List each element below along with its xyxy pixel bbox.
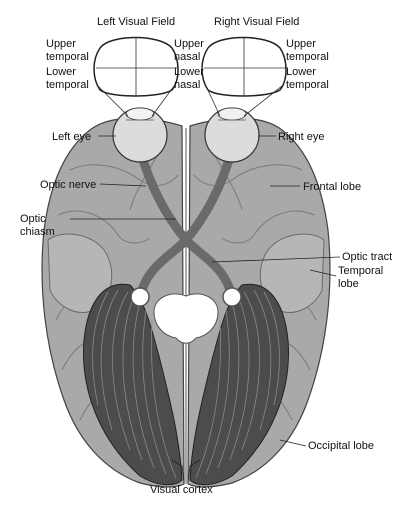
frontal-lobe-label: Frontal lobe [303,181,361,193]
left-visual-cortex [83,283,183,486]
leader-lines [70,135,341,483]
right-temporal-lobe [259,233,325,313]
left-temporal-lobe [47,233,113,313]
left-visual-field-title: Left Visual Field [97,16,175,28]
left-eye [112,107,168,163]
right-lgn [222,287,242,307]
visual-cortex-label: Visual cortex [150,484,213,496]
optic-tract-label: Optic tract [342,251,392,263]
left-eye-label: Left eye [52,131,91,143]
right-visual-field-title: Right Visual Field [214,16,299,28]
right-visual-cortex [189,283,289,486]
optic-nerve-label: Optic nerve [40,179,96,191]
occipital-lobe-label: Occipital lobe [308,440,374,452]
cortex-stripes [92,289,280,479]
left-lgn [130,287,150,307]
right-eye [204,107,260,163]
right-eye-label: Right eye [278,131,324,143]
projection-lines [97,85,283,117]
midbrain [153,293,219,344]
